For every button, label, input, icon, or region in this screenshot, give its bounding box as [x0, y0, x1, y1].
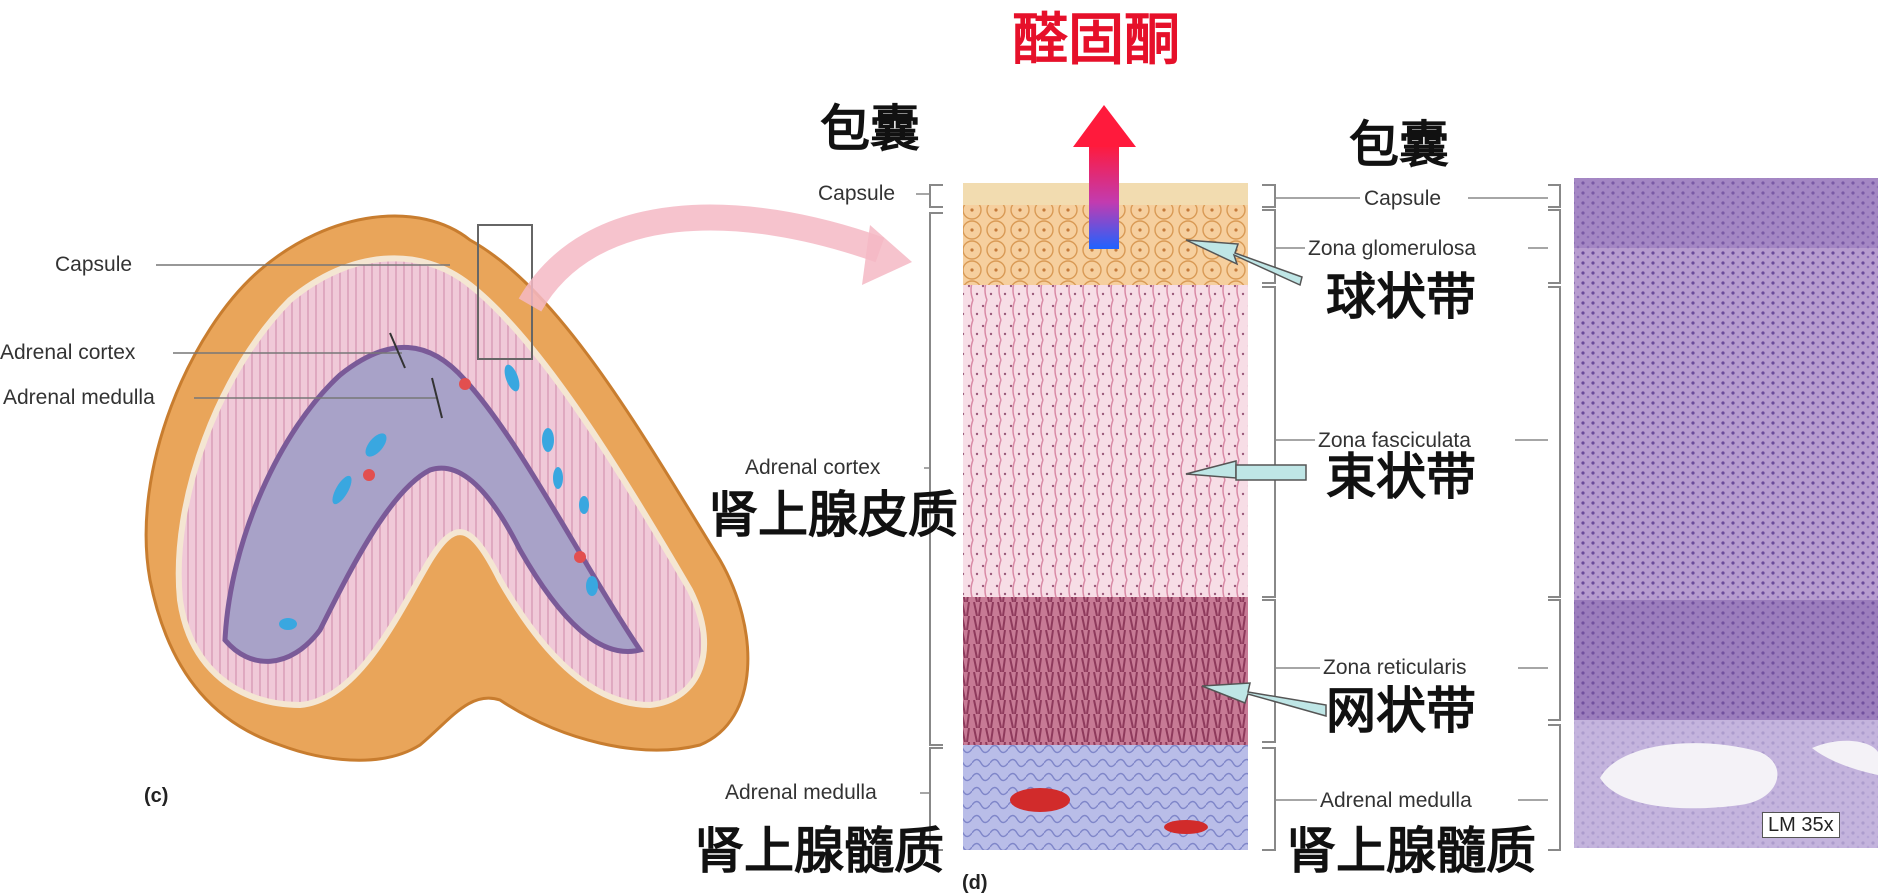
secretion-arrow-shaft — [1089, 145, 1119, 249]
vessel-icon — [459, 378, 471, 390]
vessel-icon — [279, 618, 297, 630]
panel-c-cortex-label: Adrenal cortex — [0, 342, 135, 363]
blood-vessel — [1164, 820, 1208, 834]
panel-c-tag: (c) — [144, 785, 168, 808]
zona-reticularis-label: Zona reticularis — [1323, 657, 1467, 678]
zona-reticularis-layer — [963, 597, 1248, 745]
reticularis-cn: 网状带 — [1326, 686, 1476, 736]
capsule-cn-left: 包囊 — [820, 104, 920, 154]
vessel-icon — [586, 576, 598, 596]
adrenal-medulla-layer — [963, 745, 1248, 850]
panel-d-cortex-label-left: Adrenal cortex — [745, 457, 880, 478]
secretion-arrow-head — [1073, 105, 1136, 147]
panel-c-capsule-label: Capsule — [55, 254, 132, 275]
glomerulosa-cn: 球状带 — [1326, 272, 1476, 322]
vessel-icon — [579, 496, 589, 514]
panel-d-capsule-label-right: Capsule — [1364, 188, 1441, 209]
panel-c-medulla-label: Adrenal medulla — [3, 387, 155, 408]
cortex-cn: 肾上腺皮质 — [708, 490, 958, 540]
zoom-arrow — [530, 218, 880, 305]
panel-d-tag: (d) — [962, 872, 988, 895]
medulla-cn-left: 肾上腺髓质 — [694, 826, 944, 876]
vessel-icon — [553, 467, 563, 489]
fasciculata-pointer-arrow-body — [1236, 465, 1306, 480]
zona-fasciculata-layer — [963, 285, 1248, 597]
vessel-icon — [542, 428, 554, 452]
panel-d-capsule-label-left: Capsule — [818, 183, 895, 204]
vessel-icon — [574, 551, 586, 563]
adrenal-medulla-label-right: Adrenal medulla — [1320, 790, 1472, 811]
panel-d-medulla-label-left: Adrenal medulla — [725, 782, 877, 803]
zona-glomerulosa-label: Zona glomerulosa — [1308, 238, 1476, 259]
blood-vessel — [1010, 788, 1070, 812]
vessel-icon — [363, 469, 375, 481]
fasciculata-cn: 束状带 — [1326, 452, 1476, 502]
capsule-cn-right: 包囊 — [1349, 120, 1449, 170]
magnification-label: LM 35x — [1762, 812, 1840, 838]
medulla-cn-right: 肾上腺髓质 — [1286, 826, 1536, 876]
hormone-title: 醛固酮 — [1012, 12, 1180, 68]
